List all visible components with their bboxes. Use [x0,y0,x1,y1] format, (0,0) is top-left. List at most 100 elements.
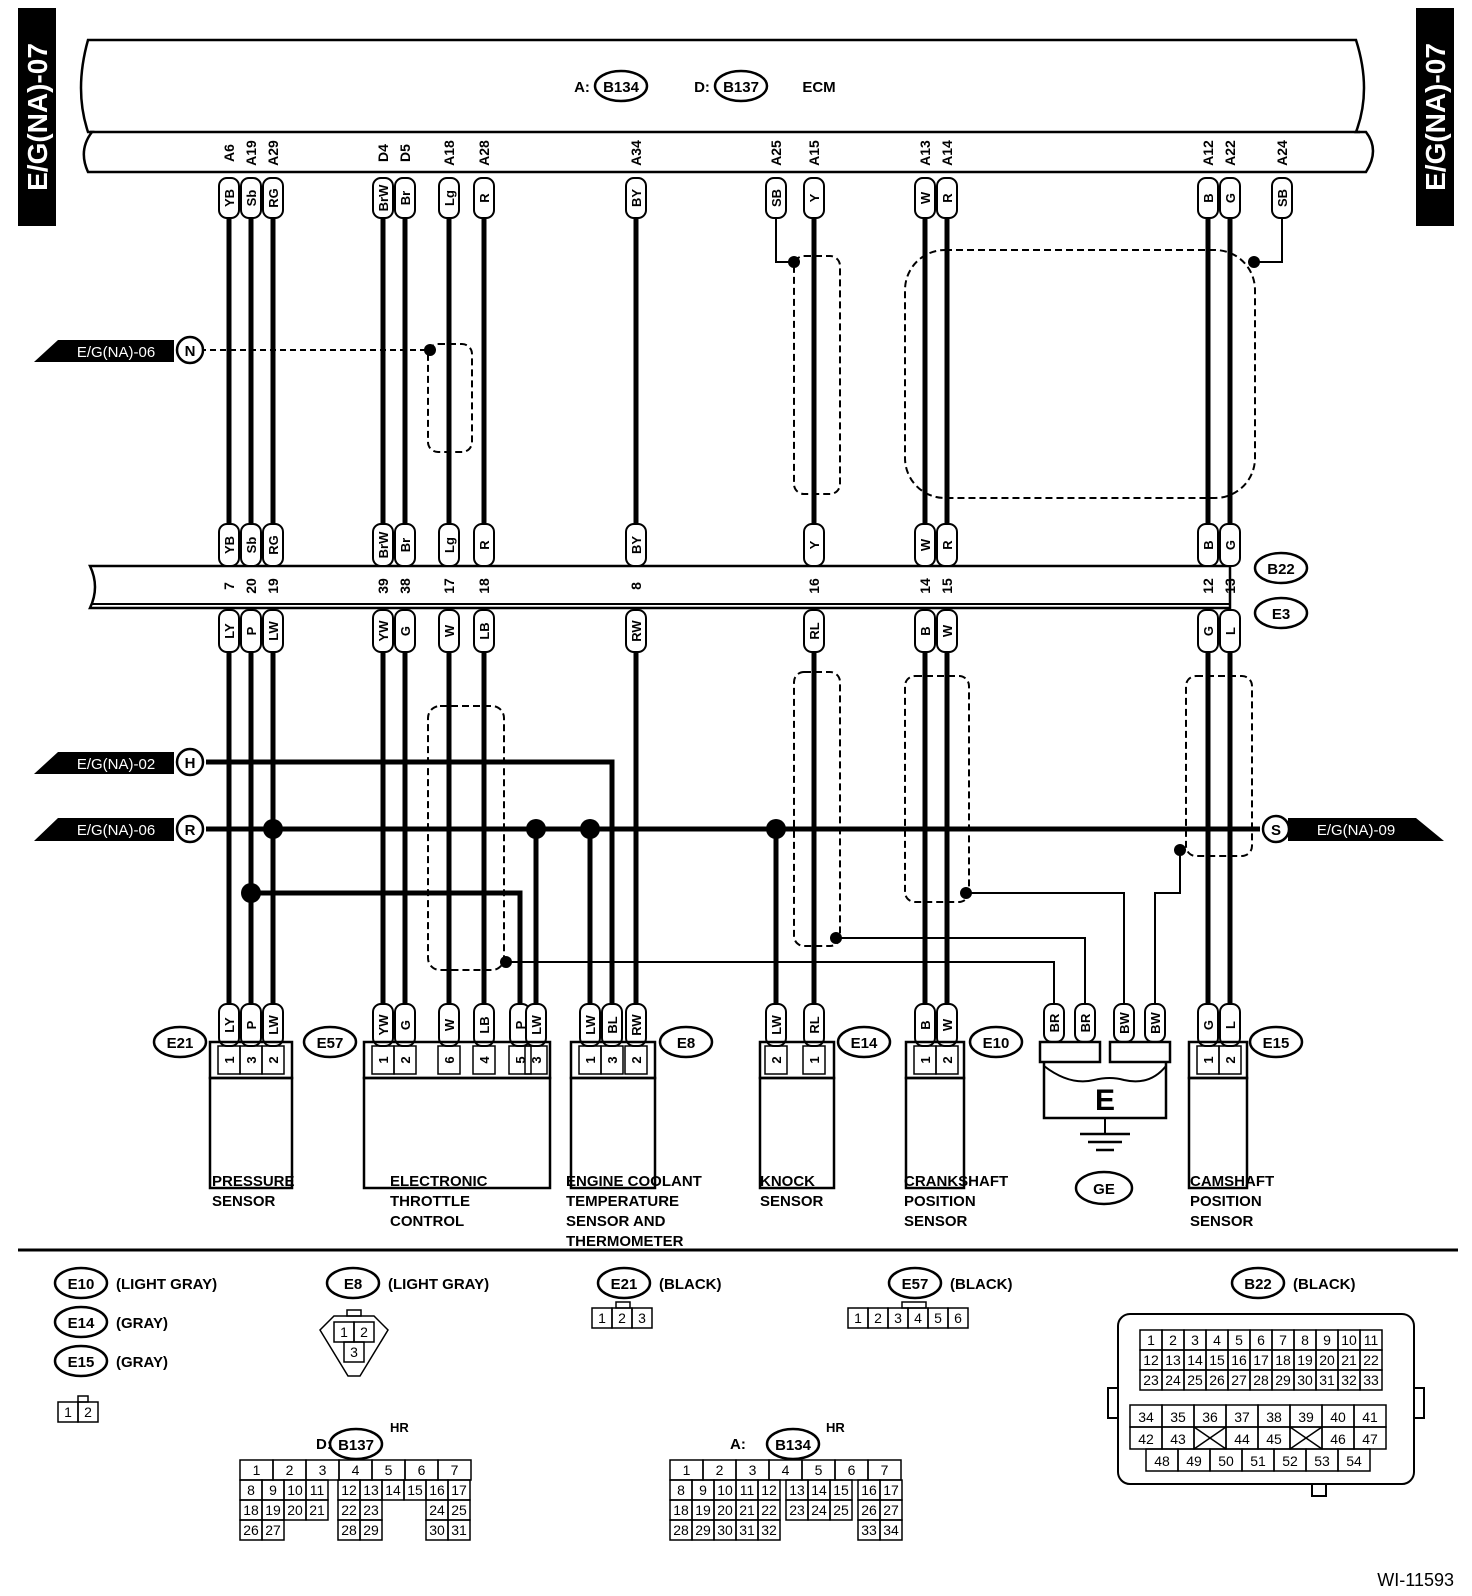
ecm-pin: A6 [221,144,237,162]
legend-pin: 29 [363,1522,379,1538]
b22-wire-color: B [1201,540,1216,549]
legend-pin: 37 [1234,1409,1250,1425]
figure-id: WI-11593 [1377,1570,1454,1590]
ground-block-label: E [1095,1084,1115,1117]
legend-pin: 19 [695,1502,711,1518]
component-pin: 3 [529,1056,544,1063]
legend-pin: 1 [598,1310,606,1326]
ecm-pin: A18 [441,140,457,166]
svg-text:E57: E57 [902,1276,929,1293]
component-pin: 1 [376,1056,391,1063]
svg-text:E/G(NA)-06: E/G(NA)-06 [77,822,155,839]
legend-pin: 2 [618,1310,626,1326]
ground-wire-color: BR [1078,1013,1093,1032]
svg-text:(BLACK): (BLACK) [1293,1276,1355,1293]
legend-pin: 13 [789,1482,805,1498]
svg-text:A:: A: [574,79,590,96]
legend-pin: 49 [1186,1453,1202,1469]
legend-pin: 14 [385,1482,401,1498]
left-side-tab: E/G(NA)-07 [18,8,56,226]
legend-pin: 23 [789,1502,805,1518]
legend-pin: 32 [1341,1372,1357,1388]
legend-pin: 40 [1330,1409,1346,1425]
b22-wire-color: R [940,540,955,550]
component-wire-color: LY [222,1017,237,1033]
component-wire-color: RL [807,1016,822,1033]
component-wire-color: LW [529,1015,544,1035]
ref-r: E/G(NA)-06 R [34,814,205,844]
legend-pin: 12 [761,1482,777,1498]
component-pin: 2 [1223,1056,1238,1063]
ecm-label: ECM [802,79,835,96]
svg-text:(LIGHT GRAY): (LIGHT GRAY) [388,1276,489,1293]
legend-pin: 3 [749,1462,757,1478]
b22-pin: 7 [221,582,237,590]
svg-text:(LIGHT GRAY): (LIGHT GRAY) [116,1276,217,1293]
legend-pin: 2 [874,1310,882,1326]
legend-pin: 2 [360,1324,368,1340]
legend-pin: 10 [287,1482,303,1498]
b22-label: B22 [1267,561,1295,578]
legend-pin: 9 [699,1482,707,1498]
ecm-wire-color: Y [807,193,822,202]
legend-pin: 24 [811,1502,827,1518]
legend-pin: 26 [861,1502,877,1518]
legend-pin: 6 [418,1462,426,1478]
legend-pin: 22 [761,1502,777,1518]
ecm-wire-color: Br [398,191,413,205]
legend-pin: 10 [717,1482,733,1498]
legend-pin: 28 [673,1522,689,1538]
ecm-wire-color: BrW [376,184,391,211]
svg-text:H: H [185,755,196,772]
svg-text:E/G(NA)-07: E/G(NA)-07 [22,43,53,191]
legend-pin: 23 [363,1502,379,1518]
joint-connector-bar: B22 E3 [88,551,1309,630]
legend-pin: 3 [350,1344,358,1360]
legend-pin: 18 [673,1502,689,1518]
b22-wire-color: YB [222,536,237,554]
svg-text:B137: B137 [338,1437,374,1454]
ecm-pin: A34 [628,140,644,166]
component-wire-color: LB [477,1016,492,1033]
legend-pin: 41 [1362,1409,1378,1425]
legend-pin: 8 [677,1482,685,1498]
component-id: E57 [317,1035,344,1052]
component-id: E8 [677,1035,695,1052]
e3-wire-color: YW [376,620,391,642]
legend-pin: 7 [881,1462,889,1478]
svg-text:B134: B134 [775,1437,812,1454]
legend-pin: 25 [833,1502,849,1518]
component-name: CAMSHAFT [1190,1173,1274,1190]
ecm-pin: D4 [375,144,391,162]
legend-pin: 20 [1319,1352,1335,1368]
svg-text:(BLACK): (BLACK) [950,1276,1012,1293]
b22-pin: 18 [476,578,492,594]
svg-text:E8: E8 [344,1276,362,1293]
component-name: POSITION [904,1193,976,1210]
component-wire-color: LW [583,1015,598,1035]
svg-text:E/G(NA)-07: E/G(NA)-07 [1420,43,1451,191]
legend-pin: 2 [1169,1332,1177,1348]
legend-pin: 28 [1253,1372,1269,1388]
component-pin: 2 [629,1056,644,1063]
svg-text:D:: D: [316,1436,332,1453]
ground-label: GE [1093,1181,1115,1198]
component-name: ELECTRONIC [390,1173,488,1190]
e3-label: E3 [1272,606,1290,623]
legend-pin: 34 [883,1522,899,1538]
e3-wire-color: W [442,624,457,637]
b22-pin: 19 [265,578,281,594]
component-wire-color: LW [266,1015,281,1035]
legend-pin: 30 [429,1522,445,1538]
legend-pin: 31 [451,1522,467,1538]
b22-wire-color: RG [266,535,281,555]
legend-pin: 38 [1266,1409,1282,1425]
legend-pin: 4 [1213,1332,1221,1348]
legend-pin: 15 [1209,1352,1225,1368]
legend-pin: 42 [1138,1431,1154,1447]
